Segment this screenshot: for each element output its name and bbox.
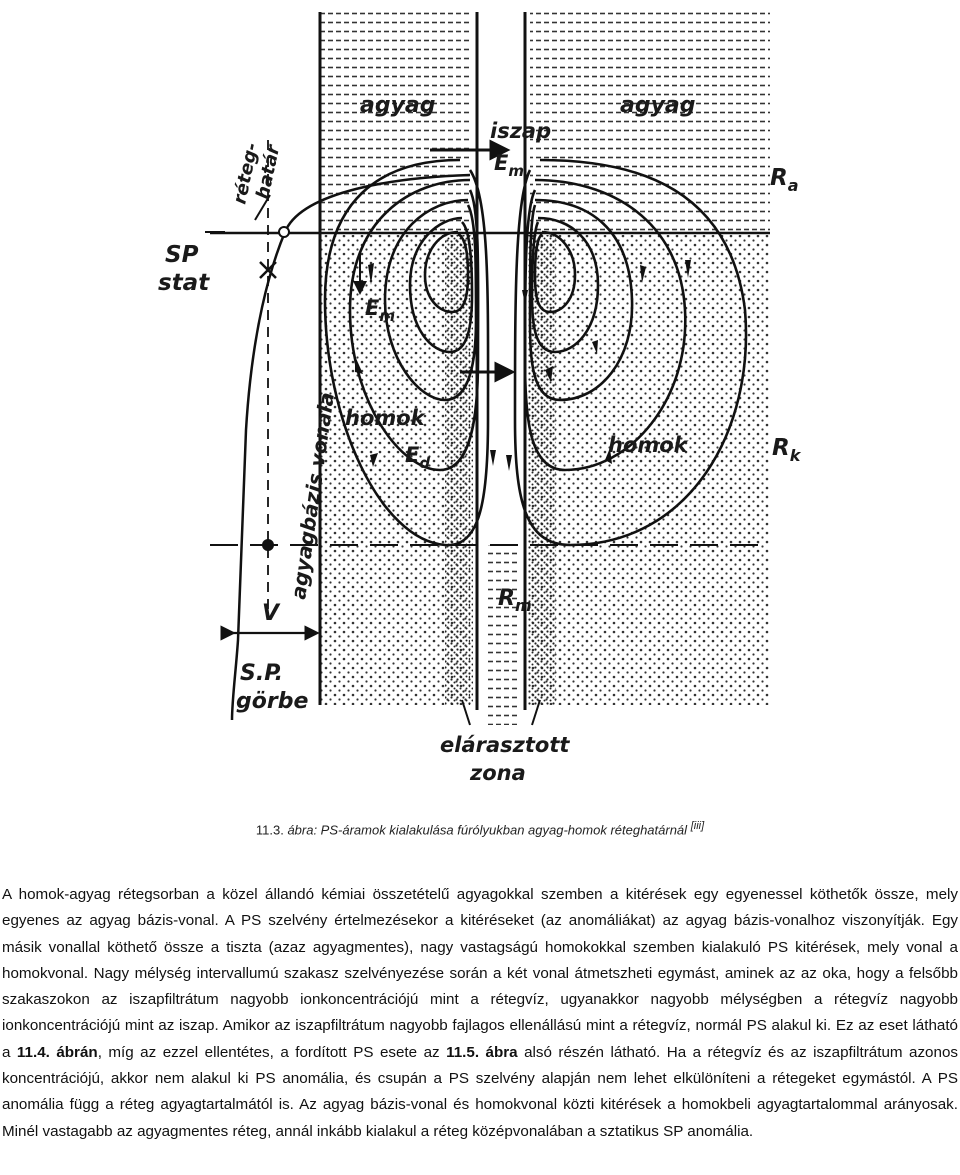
- mud-column-hatch-lower: [485, 545, 517, 725]
- current-loops-left: [323, 158, 490, 547]
- body-paragraph: A homok-agyag rétegsorban a közel álland…: [2, 882, 958, 1145]
- sp-stat-point: [278, 226, 290, 238]
- paragraph-part-2: , míg az ezzel ellentétes, a fordított P…: [97, 1043, 447, 1061]
- label-iszap: iszap: [490, 119, 551, 143]
- shale-base-point: [262, 539, 274, 551]
- paragraph-part-3: alsó részén látható. Ha a rétegvíz és az…: [2, 1043, 958, 1140]
- elarasztott-pointer-left: [461, 699, 471, 726]
- label-elarasztott-1: elárasztott: [440, 733, 570, 757]
- caption-text: ábra: PS-áramok kialakulása fúrólyukban …: [287, 822, 688, 838]
- figure-reference-11-5[interactable]: 11.5. ábra: [446, 1043, 518, 1061]
- label-homok-right: homok: [608, 433, 690, 457]
- paragraph-part-1: A homok-agyag rétegsorban a közel álland…: [2, 886, 958, 1061]
- label-v: V: [262, 601, 281, 626]
- caption-number: 11.3.: [255, 822, 284, 838]
- label-ed: Ed: [405, 443, 430, 472]
- figure-caption: 11.3. ábra: PS-áramok kialakulása fúróly…: [0, 820, 960, 837]
- elarasztott-pointer-right: [531, 699, 541, 726]
- label-homok-left: homok: [345, 406, 427, 430]
- label-agyag-left: agyag: [360, 93, 436, 118]
- label-sp-stat-2: stat: [158, 270, 210, 296]
- invaded-zone-left: [445, 235, 473, 705]
- sp-cross-mark: [259, 261, 277, 279]
- clay-zone-left: [320, 10, 470, 235]
- reteg-hatar-pointer: [254, 194, 271, 221]
- figure-reference-11-4[interactable]: 11.4. ábrán: [16, 1043, 98, 1061]
- label-elarasztott-2: zona: [469, 761, 526, 785]
- label-em-left: Em: [365, 296, 395, 325]
- current-arrows: [355, 260, 691, 471]
- label-sp-gorbe-2: görbe: [236, 689, 308, 714]
- label-sp-gorbe-1: S.P.: [240, 661, 283, 686]
- label-em-top: Em: [494, 151, 524, 180]
- label-ra: Ra: [770, 165, 799, 195]
- label-rk: Rk: [772, 435, 802, 465]
- clay-zone-right: [530, 10, 770, 235]
- label-sp-stat-1: SP: [165, 242, 199, 268]
- ps-current-diagram: réteg- határ agyag agyag iszap Em Ra SP …: [158, 10, 802, 785]
- label-rm: Rm: [498, 586, 532, 615]
- caption-reference: [iii]: [690, 820, 705, 832]
- label-agyag-right: agyag: [620, 93, 696, 118]
